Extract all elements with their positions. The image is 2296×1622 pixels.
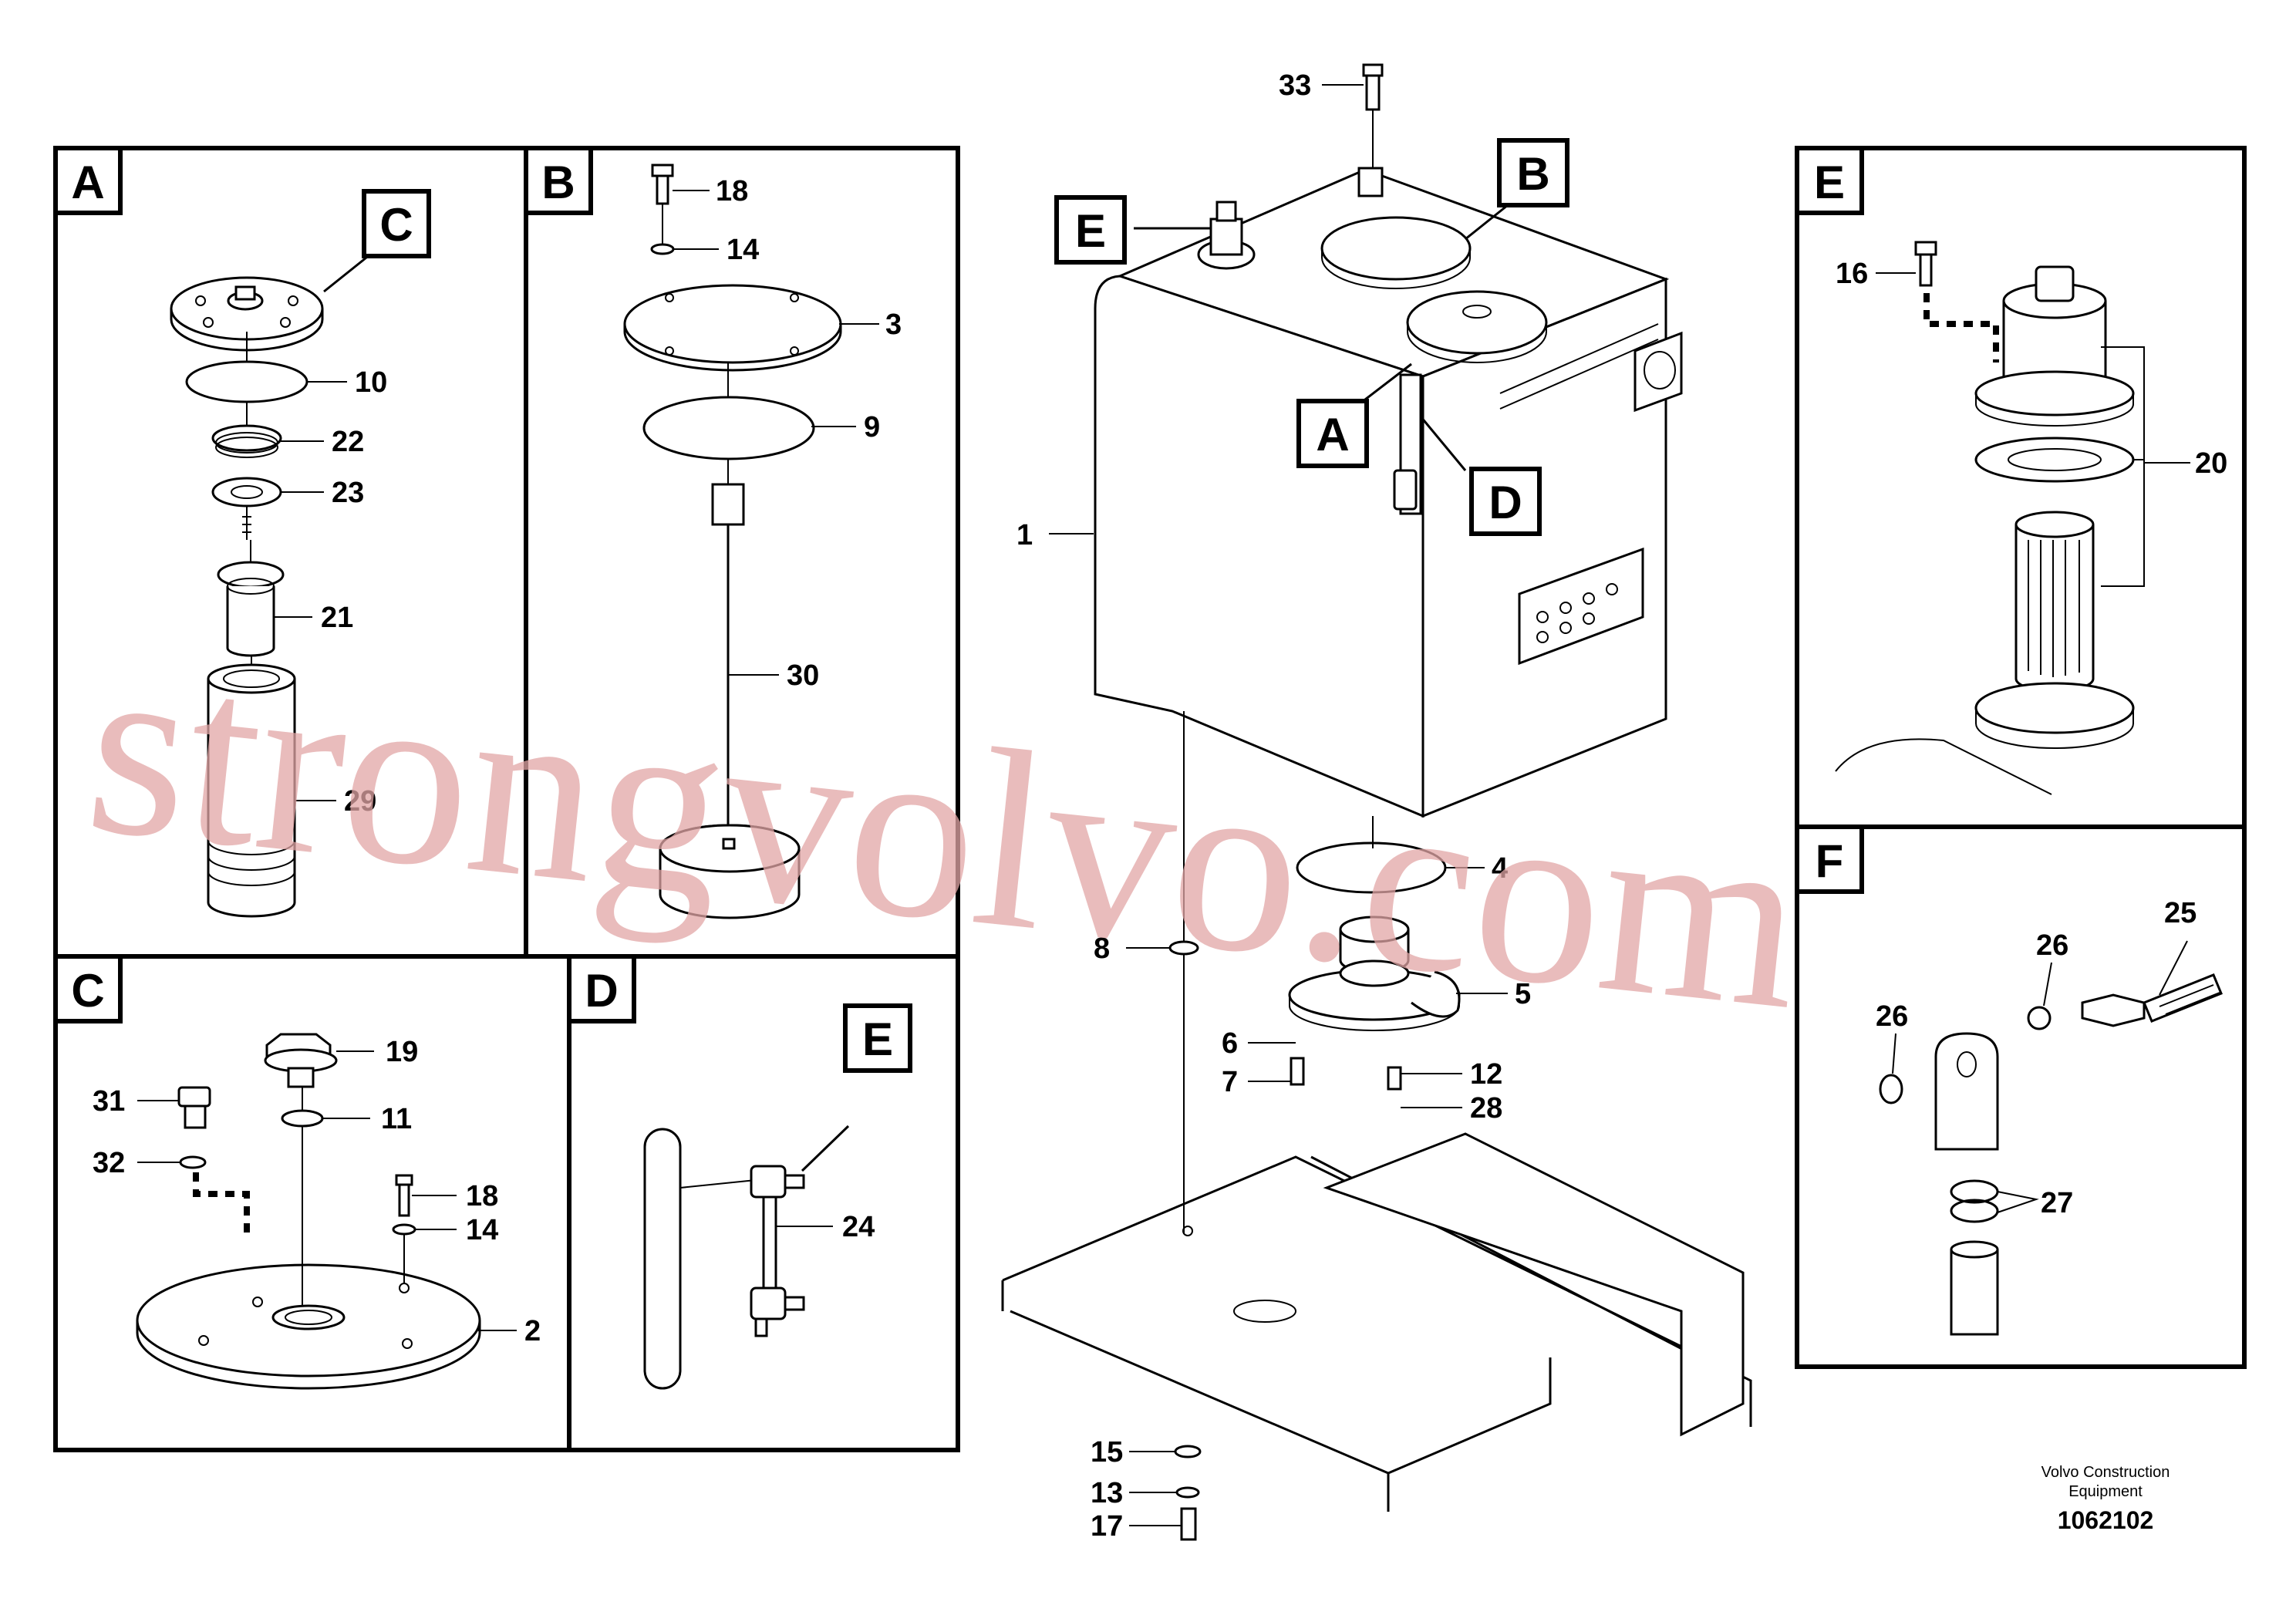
part-callout: 24 <box>842 1211 875 1243</box>
part-callout: 25 <box>2164 897 2197 929</box>
section-letter: C <box>379 199 413 251</box>
part-callout: 2 <box>524 1315 541 1347</box>
part-callout: 9 <box>864 411 880 443</box>
part-callout: 16 <box>1836 258 1868 290</box>
footer: Volvo Construction Equipment 1062102 <box>2041 1464 2170 1534</box>
section-letter: D <box>585 965 618 1017</box>
panel-letter-d: D <box>567 954 636 1023</box>
panel-b-drawing: 18 14 3 9 30 <box>623 164 902 919</box>
panel-letter-b: B <box>524 146 593 215</box>
part-callout: 7 <box>1222 1066 1238 1098</box>
part-callout: 31 <box>93 1085 125 1118</box>
part-callout: 26 <box>1876 1000 1908 1033</box>
part-callout: 5 <box>1515 978 1531 1010</box>
part-callout: 6 <box>1222 1027 1238 1060</box>
part-callout: 18 <box>716 175 748 207</box>
panel-letter-f: F <box>1795 824 1864 894</box>
part-callout: 28 <box>1470 1092 1502 1125</box>
part-callout: 18 <box>466 1180 498 1212</box>
panel-a-drawing: C 10 22 23 21 29 <box>170 189 431 918</box>
section-letter: E <box>1814 157 1845 208</box>
part-callout: 23 <box>332 477 364 509</box>
panel-d-drawing: E 24 <box>643 1003 912 1390</box>
part-callout: 20 <box>2195 447 2227 480</box>
section-letter: F <box>1816 835 1844 887</box>
part-callout: 17 <box>1091 1510 1123 1543</box>
drawing-number: 1062102 <box>2058 1506 2154 1534</box>
panel-e-drawing: 16 20 <box>1835 241 2227 795</box>
part-callout: 11 <box>381 1103 412 1135</box>
section-letter: C <box>71 965 104 1017</box>
part-callout: 13 <box>1091 1477 1123 1509</box>
hydraulic-tank-drawing: E B A D 33 1 4 5 6 <box>1001 63 1752 1543</box>
part-callout: 12 <box>1470 1058 1502 1091</box>
panel-letter-a: A <box>53 146 123 215</box>
part-callout: 29 <box>344 785 376 818</box>
part-callout: 21 <box>321 602 353 634</box>
part-callout: 30 <box>787 659 819 692</box>
section-letter: E <box>862 1013 893 1065</box>
part-callout: 27 <box>2041 1187 2073 1219</box>
panel-frames <box>53 146 2247 1452</box>
panel-letter-e: E <box>1795 146 1864 215</box>
part-callout: 33 <box>1279 69 1311 102</box>
part-callout: 8 <box>1094 932 1110 965</box>
part-callout: 32 <box>93 1147 125 1179</box>
section-letter: A <box>1316 409 1349 460</box>
section-letter: B <box>541 157 575 208</box>
panel-f-drawing: 25 26 26 27 <box>1876 897 2223 1336</box>
part-callout: 4 <box>1492 852 1508 885</box>
part-callout: 1 <box>1017 519 1033 551</box>
part-callout: 14 <box>466 1214 498 1246</box>
footer-company-2: Equipment <box>2068 1483 2143 1500</box>
panel-letter-c: C <box>53 954 123 1023</box>
part-callout: 3 <box>885 309 902 341</box>
part-callout: 10 <box>355 366 387 399</box>
section-letter: B <box>1516 148 1549 200</box>
section-letter: A <box>71 157 104 208</box>
panel-c-drawing: 19 31 11 32 18 14 2 <box>93 1033 541 1390</box>
part-callout: 26 <box>2036 929 2068 962</box>
part-callout: 19 <box>386 1036 418 1068</box>
footer-company: Volvo Construction <box>2041 1464 2170 1481</box>
section-letter: E <box>1075 205 1106 257</box>
section-letter: D <box>1489 477 1522 528</box>
part-callout: 22 <box>332 426 364 458</box>
part-callout: 15 <box>1091 1436 1123 1469</box>
part-callout: 14 <box>727 234 759 266</box>
